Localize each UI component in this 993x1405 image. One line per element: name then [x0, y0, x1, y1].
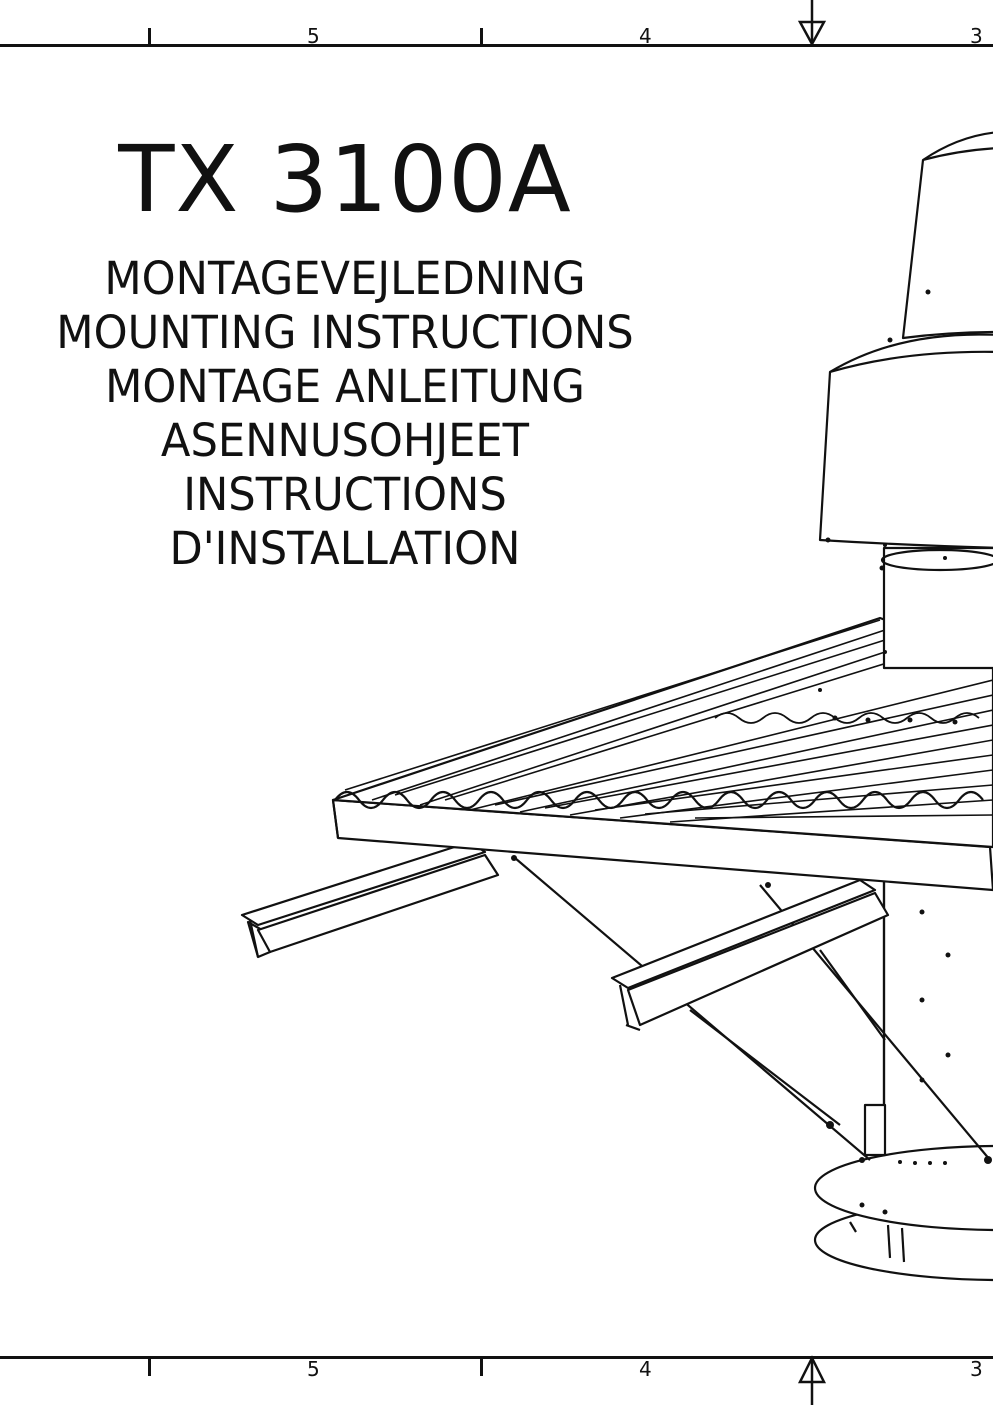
- top-tick: [148, 28, 151, 45]
- corrugated-roof: [331, 616, 993, 849]
- top-zone-label-4: 4: [639, 24, 652, 48]
- title-block: TX 3100A MONTAGEVEJLEDNING MOUNTING INST…: [0, 130, 690, 576]
- bottom-zone-label-4: 4: [639, 1357, 652, 1381]
- bottom-tick: [148, 1358, 151, 1376]
- model-title: TX 3100A: [118, 126, 572, 233]
- top-border-line: [0, 44, 993, 47]
- fan-hood-upper: [901, 131, 993, 340]
- top-tick: [480, 28, 483, 45]
- bottom-border-line: [0, 1356, 993, 1359]
- bottom-zone-label-5: 5: [307, 1357, 320, 1381]
- bottom-centering-arrow-icon: [797, 1355, 827, 1405]
- top-centering-arrow-icon: [797, 0, 827, 47]
- subtitle-french: INSTRUCTIONS D'INSTALLATION: [169, 468, 521, 575]
- subtitle-danish: MONTAGEVEJLEDNING: [104, 252, 586, 305]
- support-braces: [514, 857, 991, 1161]
- bottom-tick: [480, 1358, 483, 1376]
- subtitle-finnish: ASENNUSOHJEET: [160, 414, 530, 467]
- subtitle-english: MOUNTING INSTRUCTIONS: [56, 306, 634, 359]
- i-beam-left: [240, 840, 500, 959]
- base-flange: [813, 1103, 993, 1282]
- bottom-zone-label-3: 3: [970, 1357, 983, 1381]
- rivet-dots: [511, 289, 992, 1215]
- fan-hood-lower: [818, 333, 993, 549]
- top-zone-label-5: 5: [307, 24, 320, 48]
- subtitle-german: MONTAGE ANLEITUNG: [105, 360, 585, 413]
- i-beam-right: [610, 878, 890, 1032]
- top-zone-label-3: 3: [970, 24, 983, 48]
- fan-column: [880, 546, 993, 670]
